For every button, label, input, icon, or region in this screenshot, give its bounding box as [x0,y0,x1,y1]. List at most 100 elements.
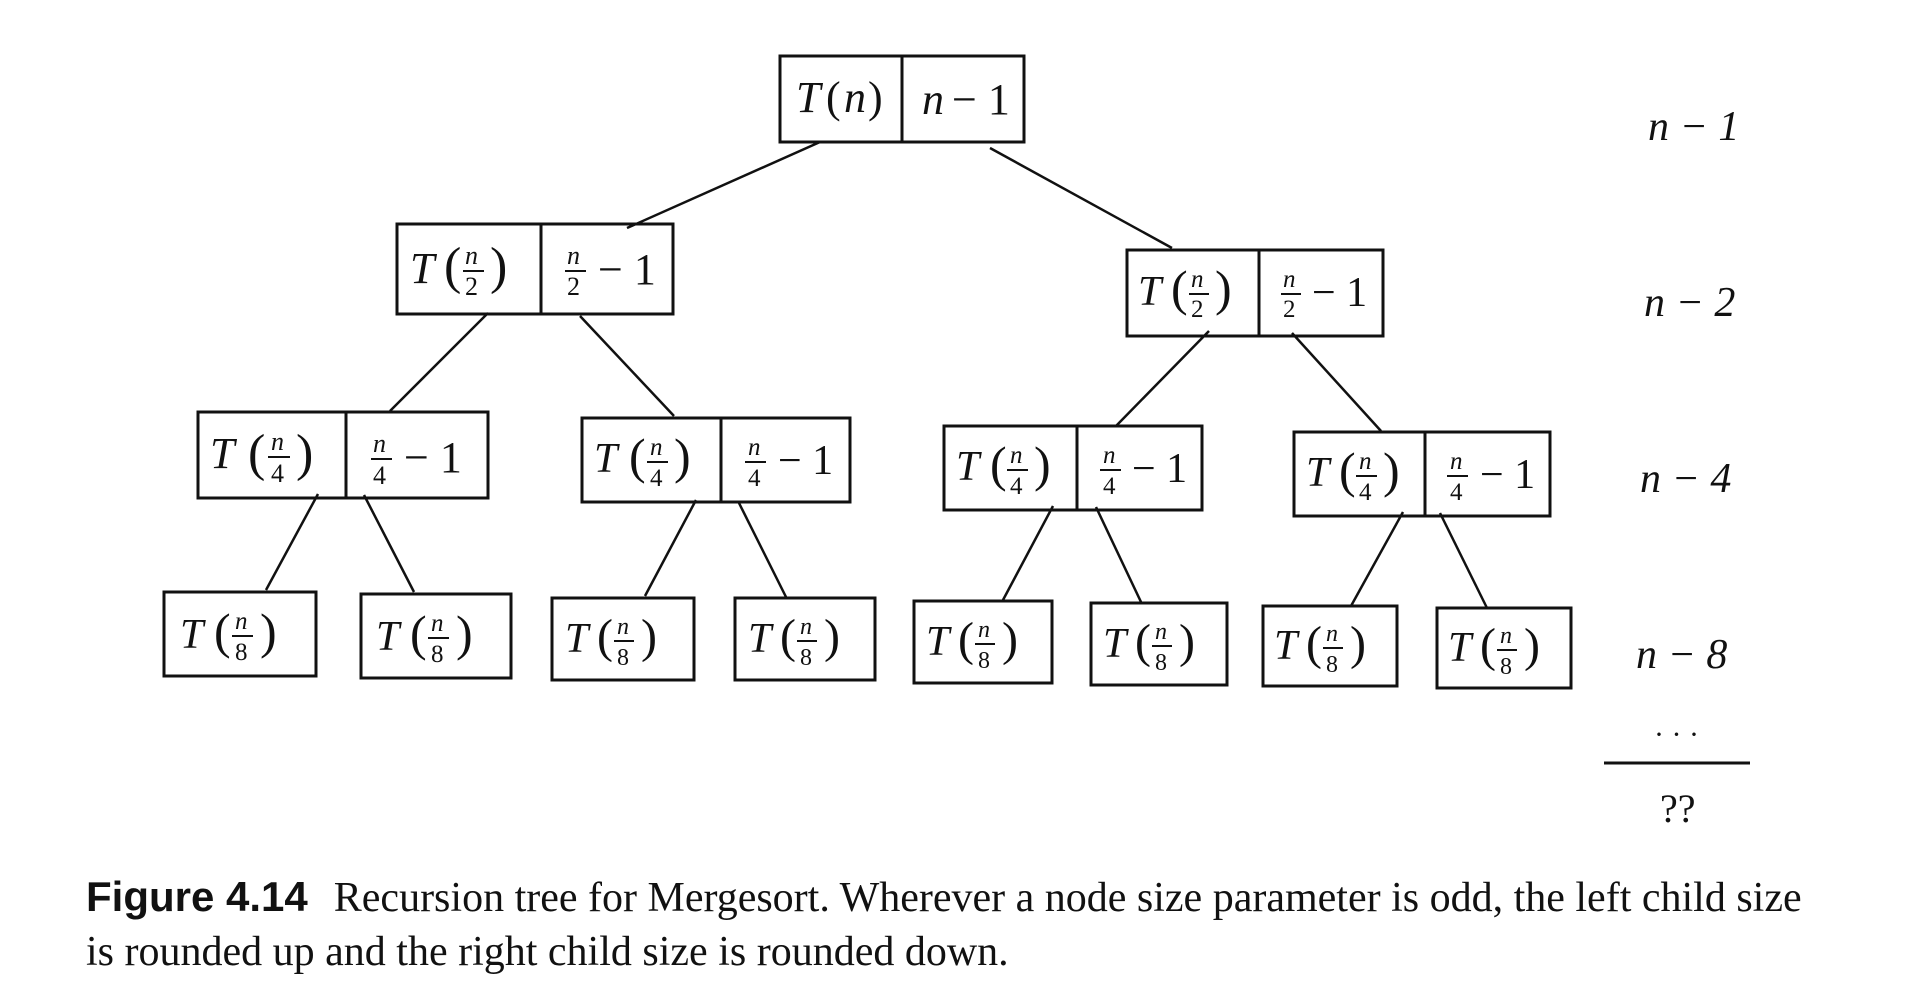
node-l2_0-cost-tail: − 1 [404,433,462,482]
node-l3_4-func: T [926,619,952,665]
node-l3_4-open-paren: ( [958,613,974,666]
figure-label: Figure 4.14 [86,873,308,920]
leaf-boxes [162,590,1573,690]
node-l2_2-func: T [956,444,982,490]
node-root-arg: n [844,73,866,122]
node-l3_2-num: n [617,614,629,640]
level-sum-3: n − 8 [1636,632,1727,678]
node-l3_0-num: n [235,608,248,635]
node-l1_1-den: 2 [1191,296,1204,323]
edge-l2_2-l3_4 [1001,505,1055,601]
node-l2_2 [942,424,1204,512]
node-l1_0-den: 2 [465,272,478,301]
edge-l2_1-l3_2 [643,499,698,597]
edge-l1_0-l2_1 [579,315,675,417]
node-l2_2-cost-num: n [1103,442,1116,469]
node-l1_0 [395,222,675,316]
node-l3_3-func: T [748,616,774,662]
node-l3_7-den: 8 [1500,654,1512,680]
node-l1_0-cost-tail: − 1 [598,245,656,294]
level-sum-1: n − 2 [1644,280,1735,326]
node-l2_3-den: 4 [1359,479,1372,506]
node-l1_1-close-paren: ) [1215,260,1232,316]
node-root [778,54,1026,144]
recursion-tree-diagram: T ( n ) n − 1 T ( n 2 ) n 2 − 1 T ( n 2 … [162,54,1750,831]
node-l2_3-close-paren: ) [1383,442,1400,498]
edge-l2_3-l3_6 [1349,511,1405,607]
node-l3_6-box [1261,604,1399,688]
node-l2_3-cost-den: 4 [1450,479,1463,506]
node-l3_6-open-paren: ( [1306,617,1322,670]
node-l1_1-cost-num: n [1283,266,1296,293]
tree-edges [264,140,1489,609]
node-l3_7-open-paren: ( [1480,619,1496,672]
node-l3_1-den: 8 [431,641,444,668]
node-l3_4-num: n [978,617,990,643]
node-l2_3-cost-tail: − 1 [1480,452,1535,498]
node-l3_1-num: n [431,610,444,637]
node-l2_2-open-paren: ( [990,436,1007,492]
node-l2_2-den: 4 [1010,473,1023,500]
node-l3_3-close-paren: ) [824,610,840,663]
node-l2_0-den: 4 [271,459,284,488]
node-l3_5-den: 8 [1155,650,1167,676]
figure-caption-text: Recursion tree for Mergesort. Wherever a… [86,875,1802,975]
node-l3_0-box [162,590,318,678]
node-l2_3-func: T [1306,450,1332,496]
node-l3_3-box [733,596,877,682]
node-l1_1-func: T [1138,269,1164,315]
node-l3_3-den: 8 [800,645,812,671]
node-l3_5-open-paren: ( [1135,615,1151,668]
edge-l2_0-l3_1 [362,494,416,593]
node-l2_1-close-paren: ) [674,428,691,484]
node-l2_1-cost-num: n [748,434,761,461]
node-l1_1-open-paren: ( [1171,260,1188,316]
node-l3_0-close-paren: ) [260,603,277,659]
node-l1_1 [1125,248,1385,338]
node-l3_5-close-paren: ) [1179,615,1195,668]
node-l3_0-den: 8 [235,639,248,666]
node-l3_5-func: T [1103,621,1129,667]
level-sum-0: n − 1 [1648,104,1739,150]
level-sum-ellipsis: · · · [1654,718,1699,751]
node-l3_0-open-paren: ( [214,603,231,659]
node-l2_2-num: n [1010,442,1023,469]
node-l3_2-open-paren: ( [597,610,613,663]
node-l1_0-open-paren: ( [444,238,461,295]
level-sum-2: n − 4 [1640,456,1731,502]
node-l2_2-close-paren: ) [1034,436,1051,492]
node-l2_3-num: n [1359,448,1372,475]
node-l1_0-func: T [410,244,438,293]
node-l1_0-cost-num: n [567,241,580,270]
node-l3_1-box [359,592,513,680]
edge-l2_2-l3_5 [1094,506,1143,603]
node-l3_4-close-paren: ) [1002,613,1018,666]
node-l2_1-func: T [594,436,620,482]
node-l2_0-cost-num: n [373,429,386,458]
node-l2_0-close-paren: ) [296,425,313,482]
node-l3_2-func: T [565,616,591,662]
node-l3_4-box [912,599,1054,685]
node-l3_1-open-paren: ( [410,605,427,661]
node-l1_0-num: n [465,241,478,270]
node-l1_0-cost-den: 2 [567,272,580,301]
node-l3_1-func: T [376,614,402,660]
node-root-open-paren: ( [826,73,841,122]
total-sum: ?? [1660,786,1696,831]
node-l3_6-num: n [1326,621,1338,647]
node-l3_6-func: T [1274,623,1300,669]
node-root-cost-var: n [922,75,944,124]
node-l3_3-num: n [800,614,812,640]
edge-l1_1-l2_3 [1291,332,1382,432]
edge-l2_0-l3_0 [264,493,320,591]
node-l2_0 [196,410,490,500]
edge-l2_3-l3_7 [1438,512,1489,609]
node-l2_2-cost-den: 4 [1103,473,1116,500]
node-l2_0-func: T [210,429,238,478]
node-l3_7-func: T [1448,625,1474,671]
node-l1_1-cost-tail: − 1 [1312,270,1367,316]
node-root-cost-tail: − 1 [952,75,1010,124]
node-l3_3-open-paren: ( [780,610,796,663]
node-l3_5-num: n [1155,619,1167,645]
edge-l2_1-l3_3 [736,500,788,598]
